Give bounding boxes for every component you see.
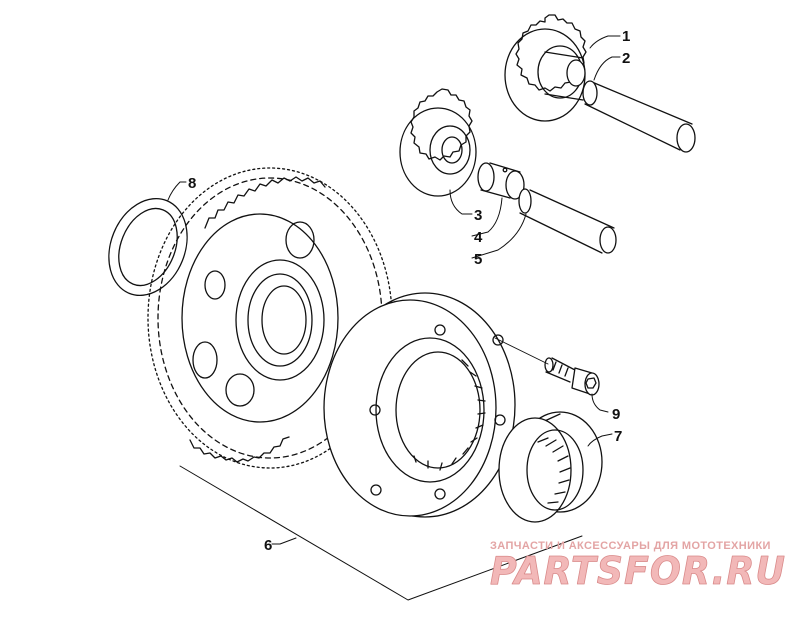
large-gear-cutout-1 [285,221,315,259]
washer-8-outer [108,197,188,297]
gear-3-teeth [410,88,473,161]
shaft-5-body [519,189,615,254]
bolt-9-tip [544,357,554,373]
leader-1 [589,35,621,49]
bearing-7-bore [526,429,584,511]
clutch-outer-front [323,299,497,517]
bearing-7-front [498,417,572,523]
leader-4 [471,197,503,237]
watermark-brand: PARTSFOR.RU [490,549,786,593]
clutch-bolt-hole-1 [434,324,446,336]
gear-1-boss-end [566,59,586,87]
gear-3-hub [429,125,471,175]
watermark-tagline: ЗАПЧАСТИ И АКСЕССУАРЫ ДЛЯ МОТОТЕХНИКИ [490,540,771,552]
callout-9: 9 [612,406,620,423]
large-gear-teeth-top [204,176,326,229]
gear-1-teeth [515,14,587,92]
bushing-4-hole [502,167,508,173]
shaft-2-start [582,80,598,106]
large-gear-web [181,213,339,423]
shaft-5-end [599,226,617,254]
large-gear-cutout-4 [204,270,226,300]
large-gear-hub-bore-inner [261,285,307,355]
callout-4: 4 [474,229,483,246]
part-7-needle-bearing [498,411,603,523]
bolt-9-thread [545,357,576,383]
bearing-7-needles [537,437,571,504]
bolt-9-centerline [494,337,549,365]
callout-8: 8 [188,175,196,192]
callout-6: 6 [264,537,272,554]
clutch-bolt-hole-5 [434,488,446,500]
clutch-bolt-hole-4 [370,484,382,496]
assembly-6-bracket [179,465,583,601]
callout-5: 5 [474,251,482,268]
clutch-bolt-hole-6 [494,414,506,426]
shaft-5-start [518,188,532,214]
leader-9 [591,393,609,413]
callout-7: 7 [614,428,622,445]
starter-clutch-housing [323,292,516,518]
large-gear-cutout-2 [192,341,218,379]
callout-3: 3 [474,207,482,224]
clutch-bolt-hole-3 [369,404,381,416]
gear-3-face [399,107,477,197]
leader-lines [167,35,621,545]
leader-7 [587,433,613,447]
leader-3 [449,189,473,215]
part-4-bushing [477,162,525,200]
leader-6 [271,537,297,545]
large-gear-hub-bore [247,273,313,367]
gear-3-bore [441,136,463,164]
leader-5 [471,213,527,259]
part-8-washer [108,197,188,297]
clutch-inner-rim [375,337,485,483]
bushing-4-end [505,170,525,200]
large-gear-hub-outer [235,259,325,381]
clutch-bearing-ring [395,351,481,469]
part-3-gear [399,88,477,197]
large-gear-cutout-3 [225,373,255,407]
callout-labels: 1 2 3 4 5 6 7 8 9 [188,28,630,554]
watermark: ЗАПЧАСТИ И АКСЕССУАРЫ ДЛЯ МОТОТЕХНИКИ PA… [490,540,786,593]
bolt-9-hex [585,377,597,389]
part-9-bolt [494,337,600,396]
bushing-4-start [477,162,495,192]
shaft-2-end [676,123,696,153]
gear-1-boss [544,51,584,101]
clutch-bolt-hole-2 [492,334,504,346]
part-1-idler-gear [504,14,587,122]
callout-2: 2 [622,50,630,67]
callout-1: 1 [622,28,630,45]
washer-8-inner [118,207,178,287]
large-gear-teeth-bottom [189,436,290,463]
leader-8 [167,181,187,201]
part-5-shaft [518,188,617,254]
leader-2 [593,56,621,81]
clutch-rollers [413,359,486,471]
shaft-2-body [584,81,693,151]
part-2-shaft [582,80,696,153]
